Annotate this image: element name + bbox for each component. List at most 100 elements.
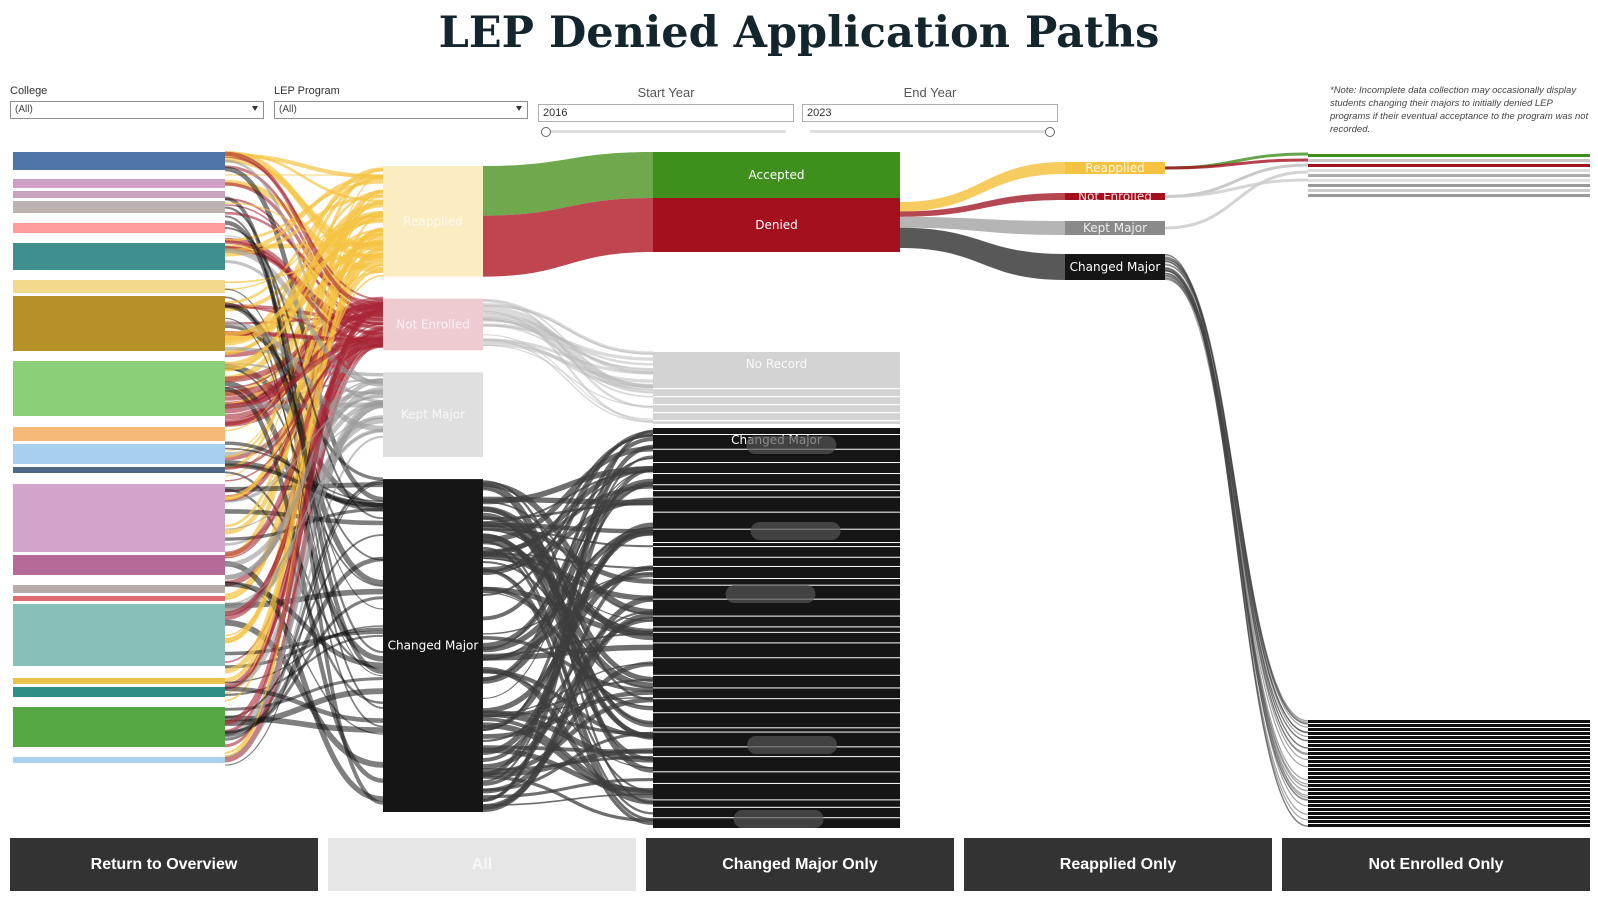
lep-program-select[interactable]: (All) xyxy=(274,101,528,119)
flow-link xyxy=(224,305,384,726)
row-separator xyxy=(653,396,900,398)
lep-program-filter-label: LEP Program xyxy=(274,85,340,97)
row-separator xyxy=(653,565,900,567)
college-bar xyxy=(13,444,225,464)
flow-link xyxy=(482,612,654,810)
outcome-bar xyxy=(1308,736,1590,739)
not-enrolled-only-button[interactable]: Not Enrolled Only xyxy=(1282,838,1590,891)
end-year-slider-track[interactable] xyxy=(810,130,1050,133)
flow-link xyxy=(482,478,654,649)
stage3-node-label: Reapplied xyxy=(1085,161,1144,175)
start-year-slider-handle[interactable] xyxy=(541,127,551,137)
flow-link xyxy=(482,540,654,815)
end-year-input[interactable]: 2023 xyxy=(802,104,1058,122)
flow-link xyxy=(482,469,654,679)
college-filter-label: College xyxy=(10,85,48,97)
flow-link xyxy=(482,446,654,543)
data-note: *Note: Incomplete data collection may oc… xyxy=(1330,85,1589,135)
college-bar xyxy=(13,179,225,188)
row-separator xyxy=(653,687,900,689)
college-bar xyxy=(13,296,225,351)
flow-link xyxy=(1164,254,1309,827)
start-year-label: Start Year xyxy=(637,85,695,100)
stage3-node-label: Not Enrolled xyxy=(1078,190,1152,204)
flow-link xyxy=(482,568,654,793)
outcome-bar xyxy=(1308,744,1590,747)
start-year-slider-track[interactable] xyxy=(546,130,786,133)
college-bar xyxy=(13,243,225,270)
end-year-slider-handle[interactable] xyxy=(1045,127,1055,137)
row-separator xyxy=(653,631,900,633)
flow-link xyxy=(224,151,384,312)
all-button[interactable]: All xyxy=(328,838,636,891)
row-separator xyxy=(653,462,900,464)
college-bar xyxy=(13,678,225,684)
row-separator xyxy=(653,806,900,808)
row-separator xyxy=(653,542,900,544)
reapplied-only-button[interactable]: Reapplied Only xyxy=(964,838,1272,891)
start-year-input[interactable]: 2016 xyxy=(538,104,794,122)
college-bar xyxy=(13,484,225,552)
outcome-bar xyxy=(1308,159,1590,162)
stage2-node-label: Accepted xyxy=(749,168,805,182)
college-bar xyxy=(13,223,225,233)
flow-link xyxy=(482,457,654,651)
college-select[interactable]: (All) xyxy=(10,101,264,119)
outcome-bar xyxy=(1308,728,1590,731)
outcome-bar xyxy=(1308,174,1590,177)
flow-band-denied-path xyxy=(900,216,1065,235)
stage1-node xyxy=(383,166,483,277)
stage3-node-label: Kept Major xyxy=(1083,221,1147,235)
college-bar xyxy=(13,757,225,763)
college-bar xyxy=(13,427,225,441)
flow-link xyxy=(224,252,384,674)
return-to-overview-button[interactable]: Return to Overview xyxy=(10,838,318,891)
flow-band-accepted xyxy=(483,152,653,216)
outcome-bar xyxy=(1308,812,1590,815)
stage3-node-label: Changed Major xyxy=(1070,260,1161,274)
college-bar xyxy=(13,354,225,358)
flow-link xyxy=(224,194,384,257)
stage2-node-label: Denied xyxy=(755,218,798,232)
outcome-bar xyxy=(1308,752,1590,755)
college-bar xyxy=(13,578,225,582)
row-separator xyxy=(653,731,900,733)
lep-program-select-value: (All) xyxy=(279,104,297,115)
flow-link xyxy=(482,524,654,641)
stage2-node xyxy=(653,198,900,252)
redacted-label xyxy=(750,522,841,540)
flow-link xyxy=(224,153,384,179)
stage1-node-label: Not Enrolled xyxy=(396,317,470,331)
flow-link xyxy=(482,558,654,622)
flow-band-denied-path xyxy=(900,227,1065,280)
flow-link xyxy=(482,496,654,506)
outcome-bar xyxy=(1308,179,1590,182)
row-separator xyxy=(653,556,900,558)
flow-link xyxy=(224,202,384,259)
outcome-bar xyxy=(1308,816,1590,819)
row-separator xyxy=(653,698,900,700)
flow-link xyxy=(482,299,654,409)
flow-link xyxy=(224,435,384,758)
row-separator xyxy=(653,511,900,513)
outcome-bar xyxy=(1308,784,1590,787)
row-separator xyxy=(653,578,900,580)
stage1-node-label: Kept Major xyxy=(401,408,465,422)
flow-band-denied xyxy=(483,198,653,277)
outcome-bar xyxy=(1308,184,1590,187)
flow-link xyxy=(482,775,654,823)
flow-link xyxy=(224,247,384,387)
row-separator xyxy=(653,420,900,422)
college-bar xyxy=(13,361,225,416)
stage1-node-label: Reapplied xyxy=(403,214,462,228)
flow-link xyxy=(482,560,654,690)
outcome-bar xyxy=(1308,768,1590,771)
end-year-label: End Year xyxy=(903,85,957,100)
changed-major-only-button[interactable]: Changed Major Only xyxy=(646,838,954,891)
flow-band-denied-path xyxy=(900,193,1065,217)
flow-link xyxy=(482,747,654,794)
flow-link xyxy=(224,533,384,719)
flow-link xyxy=(482,434,654,574)
redacted-label xyxy=(747,736,838,754)
